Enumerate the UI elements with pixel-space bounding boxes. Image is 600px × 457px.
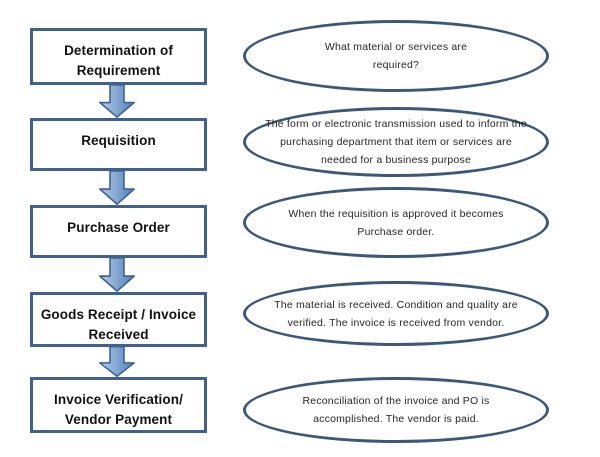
step-box-requisition: Requisition bbox=[30, 118, 207, 171]
step-box-determination-of-requirement: Determination of Requirement bbox=[30, 28, 207, 85]
down-arrow-icon bbox=[99, 170, 135, 205]
step-box-purchase-order: Purchase Order bbox=[30, 205, 207, 258]
step-label: Purchase Order bbox=[67, 220, 170, 235]
down-arrow-icon bbox=[99, 346, 135, 377]
step-box-goods-receipt-invoice-received: Goods Receipt / Invoice Received bbox=[30, 292, 207, 347]
step-label: Goods Receipt / Invoice Received bbox=[40, 307, 197, 342]
step-description-ellipse: What material or services are required? bbox=[243, 20, 549, 92]
down-arrow-icon bbox=[99, 84, 135, 118]
step-description-ellipse: Reconciliation of the invoice and PO is … bbox=[243, 377, 549, 443]
step-description-ellipse: When the requisition is approved it beco… bbox=[243, 187, 549, 258]
step-description: When the requisition is approved it beco… bbox=[288, 207, 504, 238]
step-description-ellipse: The form or electronic transmission used… bbox=[243, 107, 549, 177]
down-arrow-icon bbox=[99, 257, 135, 292]
step-label: Requisition bbox=[81, 133, 156, 148]
step-label: Determination of Requirement bbox=[64, 43, 173, 78]
step-description: What material or services are required? bbox=[324, 41, 468, 71]
step-description-ellipse: The material is received. Condition and … bbox=[243, 281, 549, 346]
step-label: Invoice Verification/ Vendor Payment bbox=[54, 392, 183, 427]
step-description: The form or electronic transmission used… bbox=[265, 118, 527, 166]
step-description: The material is received. Condition and … bbox=[274, 298, 518, 329]
step-box-invoice-verification-vendor-payment: Invoice Verification/ Vendor Payment bbox=[30, 377, 207, 433]
step-description: Reconciliation of the invoice and PO is … bbox=[302, 395, 490, 425]
